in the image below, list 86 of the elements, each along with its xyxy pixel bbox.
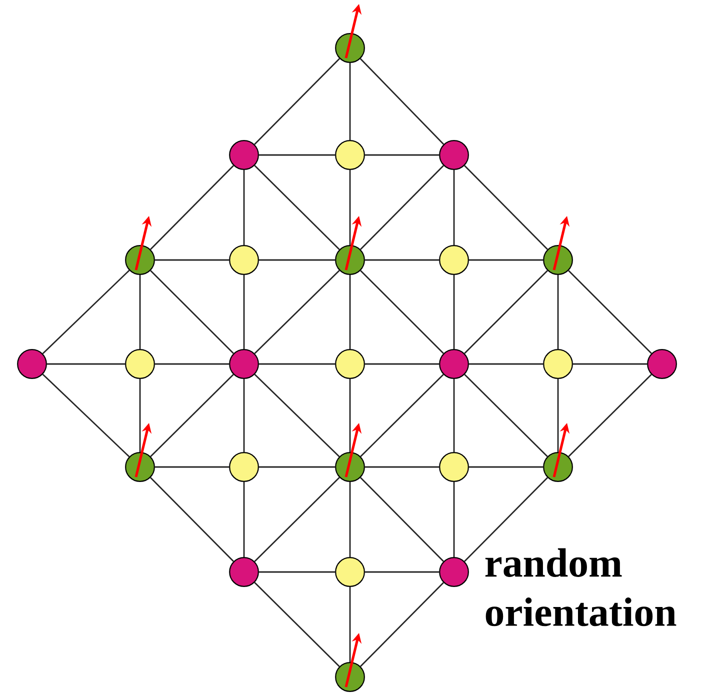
lattice-bond: [364, 259, 440, 261]
lattice-bond: [154, 259, 230, 261]
lattice-bond: [243, 482, 245, 558]
lattice-bond: [568, 270, 652, 354]
lattice-site: [439, 452, 469, 482]
lattice-bond: [453, 274, 455, 350]
lattice-bond: [243, 170, 245, 246]
lattice-bond: [360, 270, 444, 354]
lattice-bond: [154, 363, 230, 365]
lattice-bond: [150, 270, 234, 354]
lattice-site: [335, 33, 365, 63]
lattice-bond: [572, 363, 648, 365]
lattice-bond: [139, 274, 141, 350]
lattice-bond: [349, 170, 351, 246]
lattice-bond: [254, 477, 340, 562]
lattice-site: [229, 349, 259, 379]
lattice-site: [439, 140, 469, 170]
lattice-bond: [557, 378, 559, 452]
lattice-site: [543, 349, 573, 379]
lattice-bond: [364, 571, 440, 573]
lattice-site: [125, 245, 155, 275]
lattice-bond: [468, 259, 544, 261]
lattice-bond: [258, 571, 336, 573]
lattice-bond: [42, 374, 130, 458]
lattice-site: [439, 349, 469, 379]
lattice-bond: [360, 477, 444, 562]
lattice-site: [125, 349, 155, 379]
lattice-bond: [360, 58, 444, 145]
lattice-site: [335, 662, 365, 692]
lattice-bond: [254, 582, 340, 667]
lattice-bond: [364, 154, 440, 156]
lattice-bond: [243, 378, 245, 452]
annotation-text: random orientation: [485, 548, 676, 626]
lattice-bond: [150, 165, 234, 250]
lattice-site: [543, 452, 573, 482]
lattice-bond: [453, 482, 455, 558]
lattice-bond: [254, 374, 340, 458]
lattice-bond: [349, 482, 351, 558]
lattice-bond: [150, 477, 234, 562]
lattice-site: [229, 140, 259, 170]
lattice-bond: [557, 274, 559, 350]
lattice-bond: [154, 466, 230, 468]
lattice-site: [647, 349, 677, 379]
lattice-bond: [360, 165, 444, 250]
lattice-site: [335, 349, 365, 379]
lattice-bond: [139, 378, 141, 452]
lattice-bond: [258, 259, 336, 261]
lattice-bond: [258, 154, 336, 156]
lattice-site: [543, 245, 573, 275]
lattice-bond: [364, 466, 440, 468]
lattice-site: [335, 245, 365, 275]
lattice-bond: [349, 586, 351, 662]
lattice-site: [335, 140, 365, 170]
lattice-bond: [360, 374, 444, 457]
lattice-bond: [349, 378, 351, 452]
lattice-bond: [349, 62, 351, 140]
lattice-bond: [360, 582, 444, 667]
lattice-bond: [258, 466, 336, 468]
lattice-bond: [568, 374, 652, 457]
lattice-bond: [254, 58, 340, 145]
lattice-bond: [464, 374, 548, 457]
lattice-site: [125, 452, 155, 482]
lattice-bond: [364, 363, 440, 365]
lattice-site: [439, 557, 469, 587]
lattice-bond: [42, 270, 130, 354]
lattice-bond: [258, 363, 336, 365]
lattice-site: [17, 349, 47, 379]
lattice-bond: [254, 270, 340, 354]
lattice-bond: [464, 477, 548, 562]
lattice-site: [229, 452, 259, 482]
lattice-bond: [46, 363, 126, 365]
lattice-bond: [464, 270, 548, 354]
lattice-bond: [453, 170, 455, 246]
lattice-bond: [243, 274, 245, 350]
lattice-site: [335, 557, 365, 587]
lattice-bond: [349, 274, 351, 350]
lattice-bond: [453, 378, 455, 452]
lattice-site: [335, 452, 365, 482]
lattice-bond: [464, 165, 548, 250]
lattice-bond: [254, 165, 340, 250]
lattice-bond: [468, 466, 544, 468]
lattice-site: [229, 245, 259, 275]
lattice-bond: [150, 374, 234, 457]
lattice-site: [229, 557, 259, 587]
lattice-bond: [468, 363, 544, 365]
lattice-site: [439, 245, 469, 275]
